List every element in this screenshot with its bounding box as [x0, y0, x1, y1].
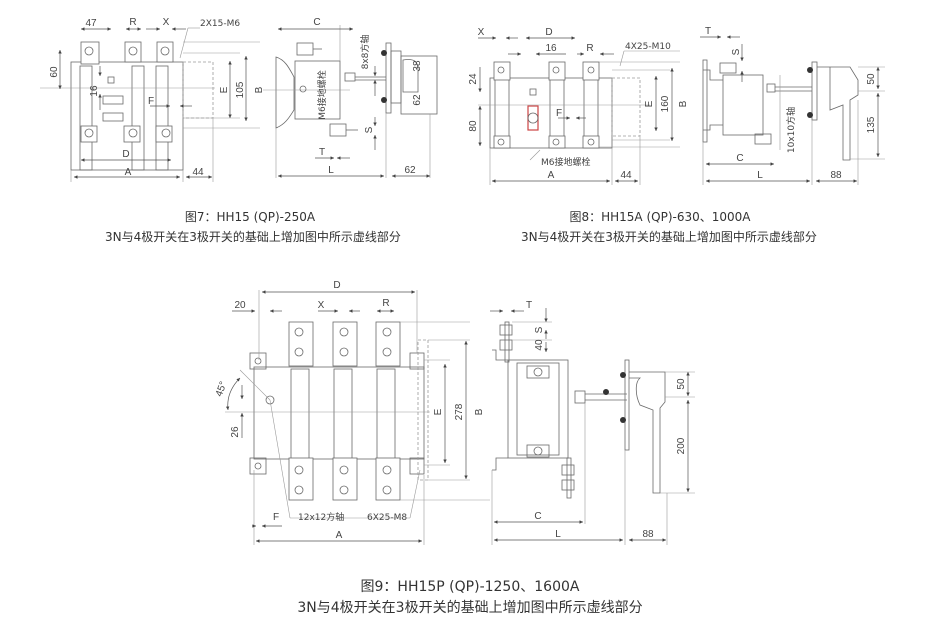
fig8-side-dim-t: T	[705, 26, 711, 37]
fig9-side-dim-t: T	[526, 300, 532, 311]
fig8-side-dim-s: S	[731, 48, 742, 55]
fig9-dim-b: B	[474, 408, 485, 415]
fig8-bolt-label: 4X25-M10	[625, 42, 671, 52]
fig7-dim-60: 60	[49, 66, 60, 78]
fig8-dim-x: X	[478, 27, 485, 38]
fig7-dim-b: B	[254, 86, 265, 93]
fig9-caption: 图9：HH15P (QP)-1250、1600A	[360, 579, 580, 595]
fig9-side-view: T S 40 50 200 C L 88	[490, 300, 695, 545]
fig8-dim-e: E	[644, 100, 655, 107]
fig7-dim-a: A	[125, 167, 132, 178]
fig9-dim-50: 50	[676, 378, 687, 390]
fig9-dim-e: E	[433, 408, 444, 415]
fig9-dim-d: D	[333, 280, 340, 291]
fig7-side-dim-s: S	[364, 126, 375, 133]
fig7-caption: 图7：HH15 (QP)-250A	[184, 210, 316, 224]
fig8-dim-24: 24	[468, 73, 479, 85]
fig8-side-view: T S 10x10方轴 50 135 C L 88	[700, 26, 885, 185]
fig9-angle-label: 45°	[214, 380, 230, 398]
fig9-side-dim-s: S	[534, 326, 545, 333]
fig8-dim-135: 135	[866, 116, 877, 133]
fig9-shaft-label: 12x12方轴	[298, 511, 344, 523]
fig7-side-dim-t: T	[319, 147, 325, 158]
fig7-side-dim-62v: 62	[412, 94, 423, 106]
fig8-dim-160: 160	[660, 95, 671, 112]
fig9-front-view: D 20 X R 45° 26 E 278 B F 12x12方轴 6X25-M…	[214, 280, 490, 545]
fig7-side-dim-l: L	[328, 165, 334, 176]
fig7-ground-label: M6接地螺栓	[316, 70, 328, 120]
fig8-side-dim-c: C	[736, 153, 743, 164]
fig9-dim-20: 20	[234, 300, 246, 311]
fig9-note: 3N与4极开关在3极开关的基础上增加图中所示虚线部分	[297, 600, 643, 616]
fig9-dim-278: 278	[454, 403, 465, 420]
fig8-dim-b: B	[678, 100, 689, 107]
fig8-note: 3N与4极开关在3极开关的基础上增加图中所示虚线部分	[521, 230, 817, 244]
fig8-front-view: X D 16 R 4X25-M10 24 80 F E 160 B M6接地螺栓…	[468, 27, 689, 185]
fig8-caption: 图8：HH15A (QP)-630、1000A	[569, 210, 751, 224]
fig7-dim-47: 47	[85, 18, 97, 29]
fig8-side-dim-l: L	[757, 170, 763, 181]
fig8-dim-d: D	[545, 27, 552, 38]
fig7-dim-d: D	[122, 149, 129, 160]
fig9-dim-200: 200	[676, 437, 687, 454]
fig8-dim-16: 16	[545, 43, 557, 54]
fig7-shaft-label: 8x8方轴	[359, 35, 371, 70]
fig7-side-dim-62: 62	[404, 165, 416, 176]
fig7-note: 3N与4极开关在3极开关的基础上增加图中所示虚线部分	[105, 230, 401, 244]
fig8-dim-f: F	[556, 108, 562, 119]
fig8-ground-label: M6接地螺栓	[541, 156, 591, 168]
fig9-side-dim-l: L	[555, 529, 561, 540]
fig9-dim-a: A	[336, 530, 343, 541]
fig8-dim-a: A	[548, 170, 555, 181]
fig9-bolt-label: 6X25-M8	[367, 513, 407, 523]
fig7-dim-r: R	[129, 17, 136, 28]
fig9-side-dim-88: 88	[642, 529, 654, 540]
fig7-dim-16: 16	[89, 85, 100, 97]
fig7-dim-38: 38	[412, 60, 423, 72]
fig7-side-dim-c: C	[313, 17, 320, 28]
fig7-side-view: C 8x8方轴 M6接地螺栓 38 62 S T L 62	[263, 17, 438, 178]
fig7-bolt-label: 2X15-M6	[200, 19, 240, 29]
fig8-shaft-label: 10x10方轴	[785, 107, 797, 153]
fig7-dim-44: 44	[192, 167, 204, 178]
fig9-dim-r: R	[382, 298, 389, 309]
fig9-dim-40: 40	[534, 339, 545, 351]
fig9-side-dim-c: C	[534, 511, 541, 522]
fig7-dim-e: E	[219, 86, 230, 93]
fig8-side-dim-88: 88	[830, 170, 842, 181]
fig7-dim-105: 105	[235, 81, 246, 98]
fig7-dim-f: F	[148, 96, 154, 107]
fig7-front-view: 47 R X 2X15-M6 60 16 F E 105 B D A 44	[40, 17, 265, 182]
fig9-dim-26: 26	[230, 426, 241, 438]
fig8-dim-50: 50	[866, 73, 877, 85]
fig7-dim-x: X	[163, 17, 170, 28]
fig9-dim-f: F	[273, 512, 279, 523]
fig8-dim-80: 80	[468, 120, 479, 132]
fig8-dim-r: R	[586, 43, 593, 54]
fig9-dim-x: X	[318, 300, 325, 311]
fig8-dim-44: 44	[620, 170, 632, 181]
